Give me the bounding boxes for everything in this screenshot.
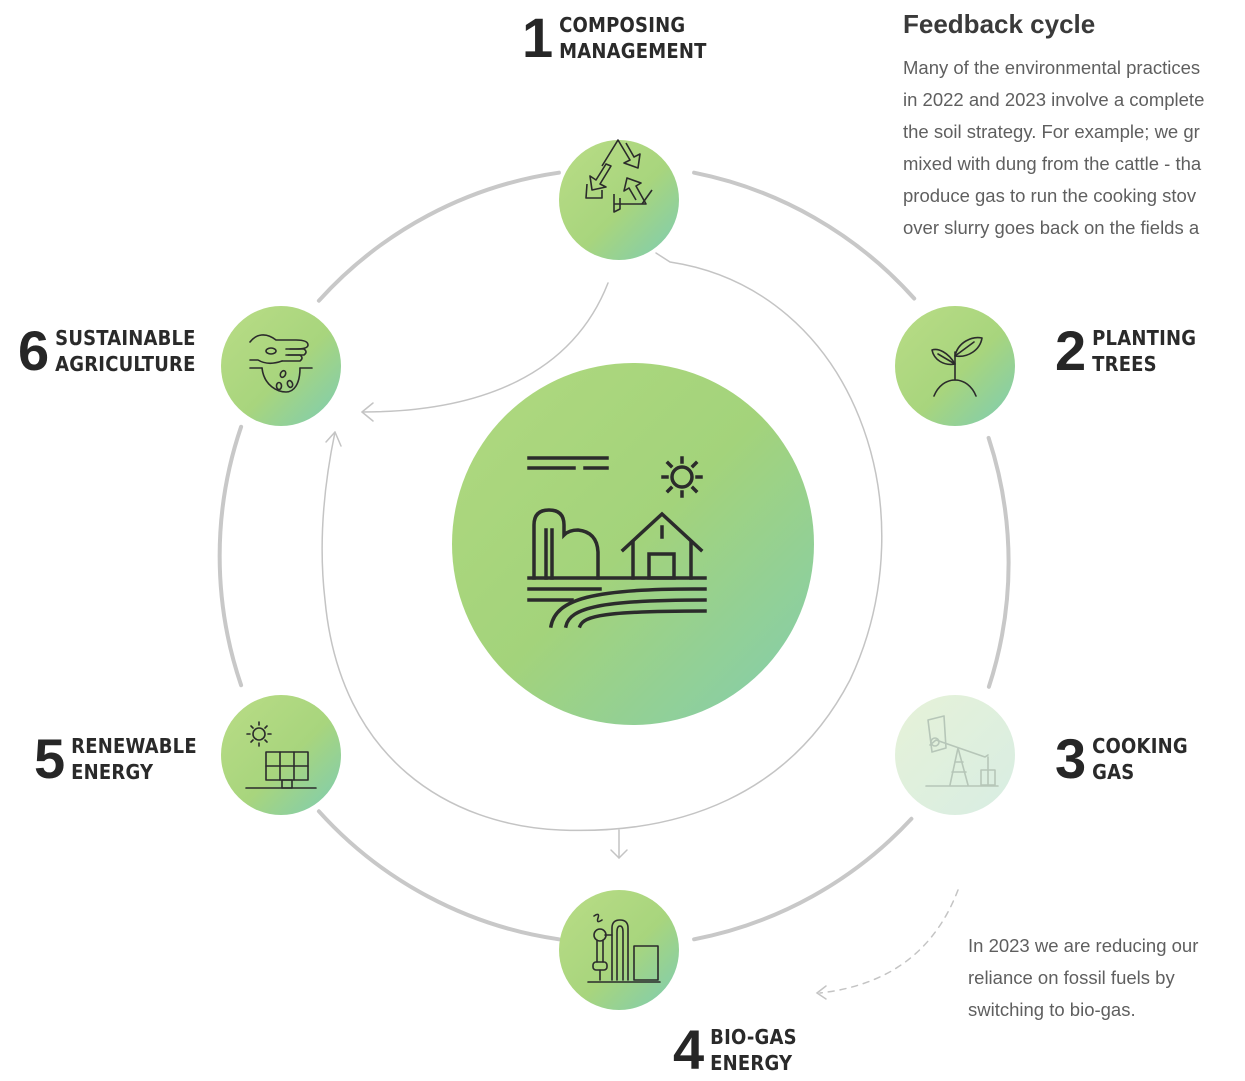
hand-seeds-icon — [249, 334, 313, 393]
step-label-line1: SUSTAINABLE — [55, 326, 196, 350]
step-number: 2 — [1055, 319, 1086, 382]
step-number: 5 — [34, 727, 65, 790]
step-4-label: 4 BIO-GAS ENERGY — [673, 1022, 797, 1078]
sprout-icon — [931, 336, 983, 397]
dashed-arrow — [819, 889, 959, 994]
step-label-line1: BIO-GAS — [710, 1025, 797, 1049]
step-number: 4 — [673, 1018, 704, 1081]
node-cooking-gas — [895, 695, 1015, 815]
step-label-line2: AGRICULTURE — [55, 352, 196, 376]
step-label-line1: PLANTING — [1092, 326, 1197, 350]
step-3-label: 3 COOKING GAS — [1055, 731, 1188, 787]
solar-panel-icon — [245, 721, 317, 789]
panel-title: Feedback cycle — [903, 9, 1096, 39]
node-composing-management — [559, 139, 679, 260]
center-illustration — [452, 363, 814, 725]
panel-line: produce gas to run the cooking stov — [903, 185, 1197, 206]
bio-gas-note: In 2023 we are reducing our reliance on … — [968, 935, 1199, 1020]
feedback-cycle-panel: Feedback cycle Many of the environmental… — [903, 6, 1245, 244]
step-label-line2: TREES — [1092, 352, 1157, 376]
step-2-label: 2 PLANTING TREES — [1055, 323, 1196, 379]
panel-body: Many of the environmental practices in 2… — [903, 52, 1245, 244]
step-label-line2: MANAGEMENT — [559, 39, 707, 63]
step-label-line1: COMPOSING — [559, 13, 686, 37]
biogas-plant-icon — [587, 913, 661, 983]
outer-ring — [217, 170, 1011, 942]
step-number: 3 — [1055, 727, 1086, 790]
step-1-label: 1 COMPOSING MANAGEMENT — [522, 10, 707, 66]
inner-loop — [321, 252, 883, 859]
farm-landscape-icon — [527, 456, 707, 629]
node-sustainable-agriculture — [221, 306, 341, 426]
panel-line: Many of the environmental practices — [903, 57, 1201, 78]
panel-line: over slurry goes back on the fields a — [903, 217, 1200, 238]
step-label-line1: COOKING — [1092, 734, 1188, 758]
step-label-line2: ENERGY — [71, 760, 154, 784]
node-renewable-energy — [221, 695, 341, 815]
panel-line: mixed with dung from the cattle - tha — [903, 153, 1202, 174]
step-5-label: 5 RENEWABLE ENERGY — [34, 731, 197, 787]
step-number: 6 — [18, 319, 49, 382]
node-bio-gas-energy — [559, 890, 679, 1010]
node-planting-trees — [895, 306, 1015, 426]
panel-line: the soil strategy. For example; we gr — [903, 121, 1200, 142]
panel-line: in 2022 and 2023 involve a complete — [903, 89, 1205, 110]
step-label-line1: RENEWABLE — [71, 734, 197, 758]
step-label-line2: GAS — [1092, 760, 1135, 784]
oil-pump-icon — [925, 715, 999, 787]
step-6-label: 6 SUSTAINABLE AGRICULTURE — [18, 323, 196, 379]
step-number: 1 — [522, 6, 553, 69]
step-label-line2: ENERGY — [710, 1051, 793, 1075]
dashed-arrow-head — [815, 985, 827, 1000]
recycle-icon — [585, 139, 653, 213]
